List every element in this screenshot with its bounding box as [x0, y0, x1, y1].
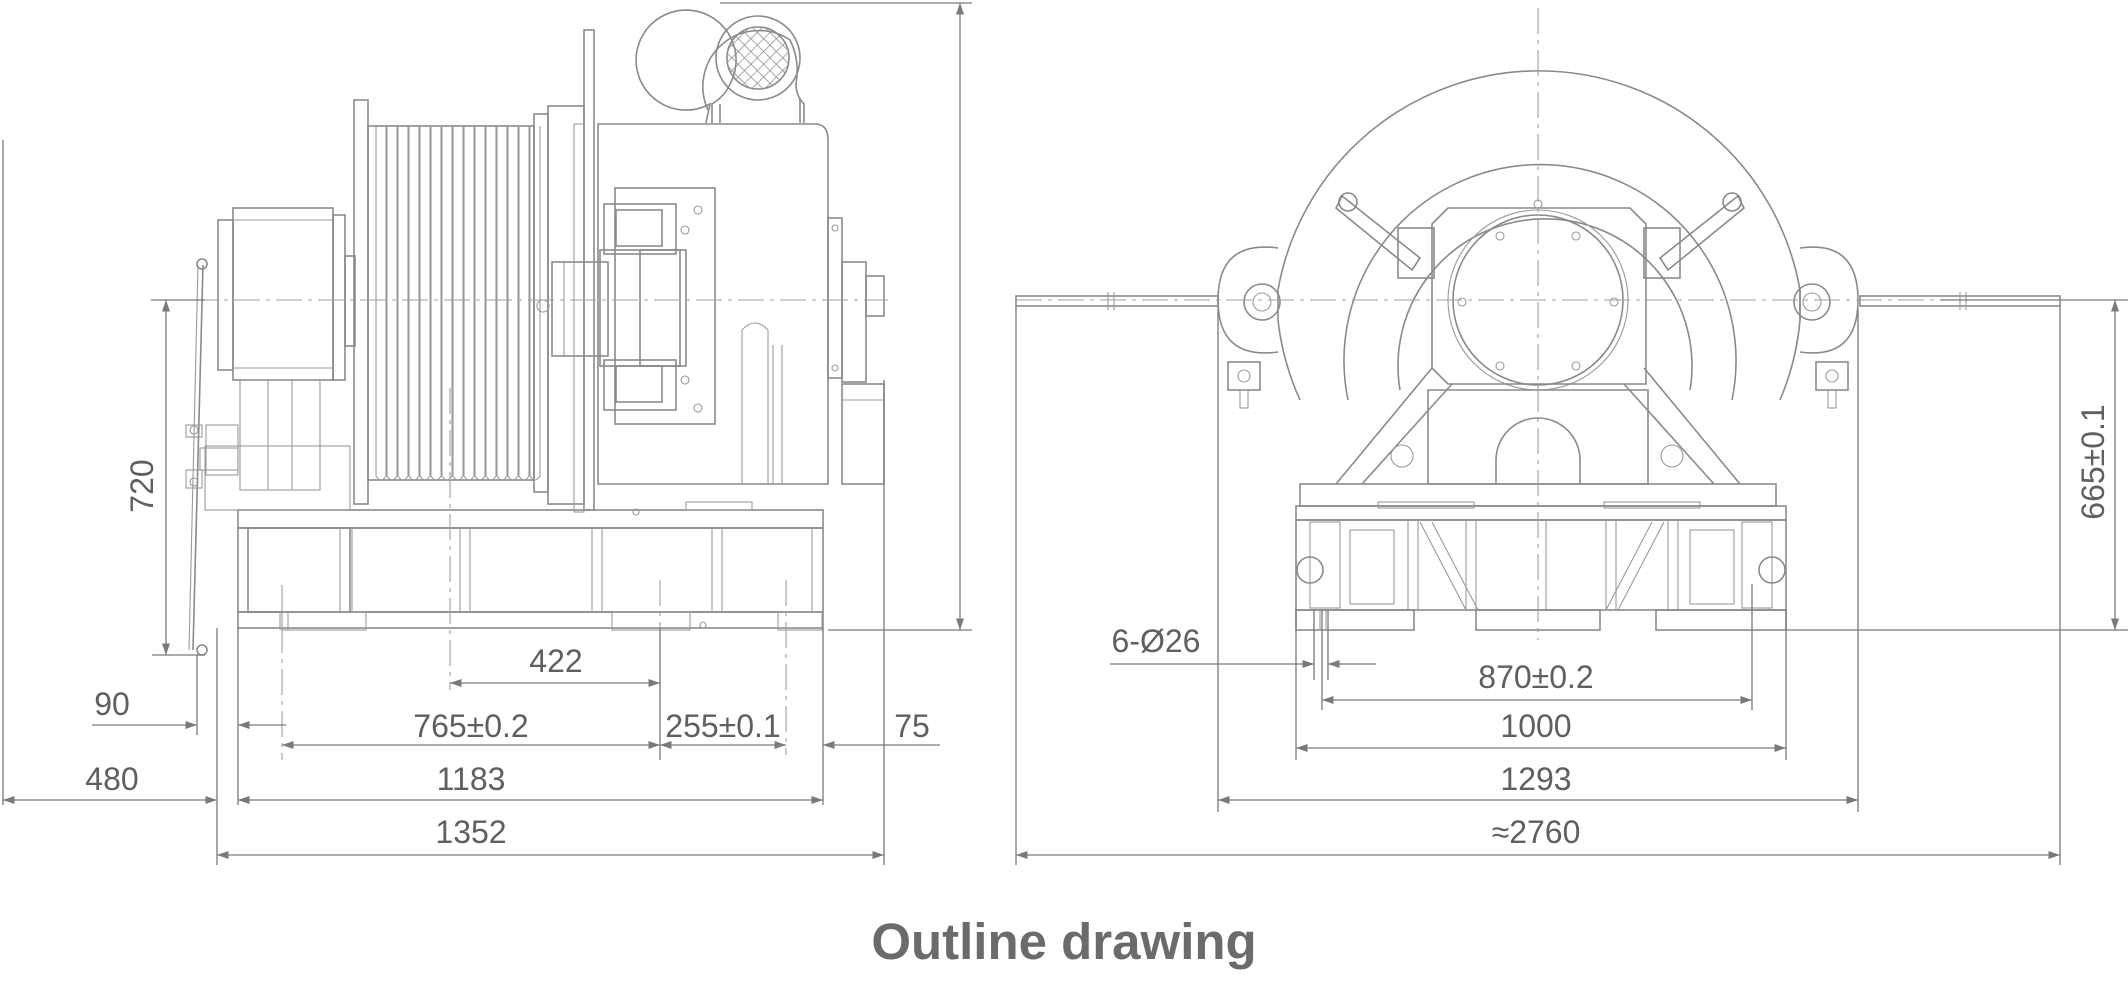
drum-groove [518, 126, 530, 481]
side-dimensions [2, 2, 972, 865]
front-caliper-left [1217, 246, 1281, 409]
dim-1293-label: 1293 [1500, 761, 1571, 797]
dim-90-label: 90 [94, 686, 130, 722]
drum-groove [485, 126, 497, 481]
drum-grooves [375, 126, 541, 481]
side-base-frame [237, 501, 824, 631]
front-view: 665±0.1 6-Ø26 870±0.2 1000 1293 ≈2760 [1015, 8, 2128, 865]
dim-2760-label: ≈2760 [1492, 814, 1581, 850]
side-view: 720 422 90 765±0.2 255±0.1 75 480 1183 1… [2, 2, 972, 865]
dim-255-label: 255±0.1 [665, 708, 780, 744]
dim-1352-label: 1352 [435, 814, 506, 850]
drum-groove [397, 126, 409, 481]
dim-1000-label: 1000 [1500, 708, 1571, 744]
dim-1183-label: 1183 [437, 761, 506, 797]
dim-870-label: 870±0.2 [1478, 659, 1593, 695]
dim-holes-label: 6-Ø26 [1112, 623, 1201, 659]
side-handwheel [185, 258, 208, 656]
dim-720-label: 720 [124, 459, 160, 512]
drum-groove [375, 126, 387, 481]
dim-765-label: 765±0.2 [413, 708, 528, 744]
drum-groove [408, 126, 420, 481]
dim-665-label: 665±0.1 [2075, 404, 2111, 519]
side-motor [199, 207, 356, 511]
drum-groove [452, 126, 464, 481]
front-base [1295, 483, 1787, 631]
dim-75-label: 75 [894, 708, 930, 744]
front-disc [1277, 70, 1801, 401]
drum-groove [474, 126, 486, 481]
drum-groove [441, 126, 453, 481]
drawing-title: Outline drawing [871, 913, 1257, 970]
drum-groove [496, 126, 508, 481]
side-brake [536, 187, 716, 425]
front-brake-arms [1334, 192, 1746, 279]
drum-groove [529, 126, 541, 481]
drum-groove [463, 126, 475, 481]
drum-groove [430, 126, 442, 481]
drum-groove [507, 126, 519, 481]
dim-422-label: 422 [529, 643, 582, 679]
front-dimensions [1015, 299, 2128, 865]
dim-480-label: 480 [85, 761, 138, 797]
drum-groove [419, 126, 431, 481]
side-gearbox [597, 123, 885, 485]
front-caliper-right [1793, 246, 1859, 409]
side-blower [635, 9, 805, 124]
drum-groove [386, 126, 398, 481]
